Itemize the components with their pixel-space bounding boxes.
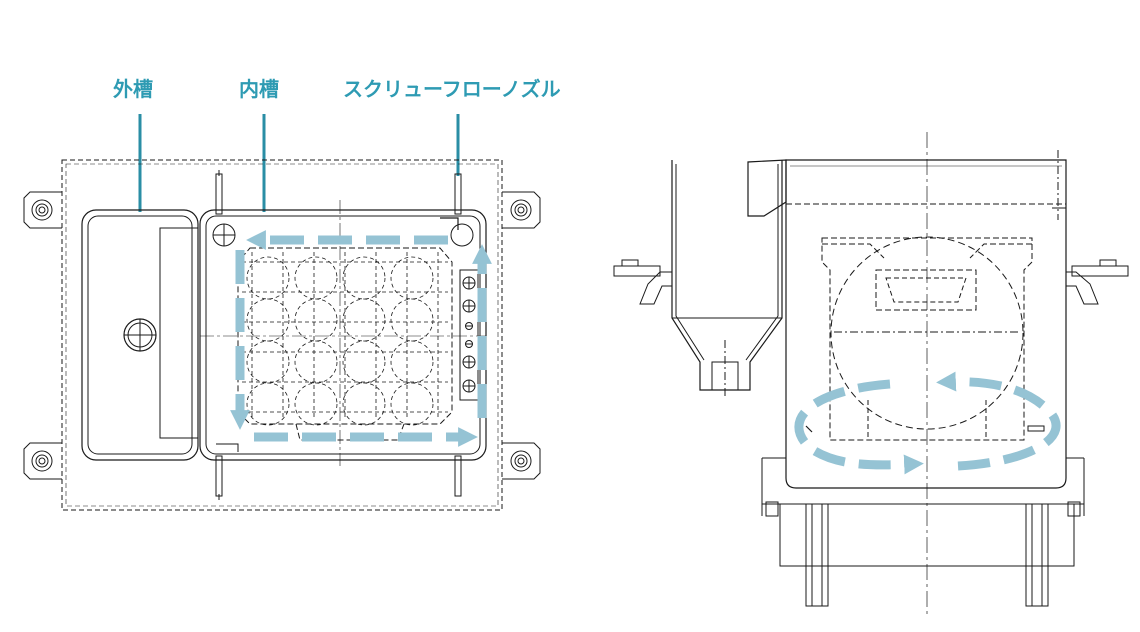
- label-outer-tank: 外槽: [113, 77, 153, 101]
- hopper-section: [671, 159, 787, 398]
- bracket-top-left: [23, 191, 62, 229]
- base-frame: [761, 132, 1085, 616]
- outer-tank-compartment: [81, 209, 199, 461]
- bracket-bottom-left: [23, 442, 62, 480]
- basket-grid: [242, 252, 448, 426]
- top-view: [23, 159, 541, 511]
- outer-frame: [61, 159, 503, 511]
- bracket-top-right: [502, 191, 541, 229]
- flow-arrow-swirl-back: [936, 371, 1061, 471]
- leader-lines: [138, 114, 460, 212]
- outer-frame-inner-line: [65, 163, 499, 507]
- flow-arrow-swirl-front: [794, 379, 924, 475]
- mounting-brackets: [23, 191, 541, 480]
- side-view: [613, 132, 1129, 616]
- inner-tank-compartment: [199, 209, 487, 461]
- side-view-flow-arrows: [794, 371, 1061, 475]
- side-view-brackets: [613, 259, 1129, 305]
- tank-body: [785, 150, 1067, 489]
- label-screw-flow-nozzle: スクリューフローノズル: [343, 77, 561, 101]
- top-view-flow-arrows: [230, 230, 492, 447]
- side-fittings: [459, 269, 479, 401]
- bracket-bottom-right: [502, 442, 541, 480]
- label-inner-tank: 内槽: [239, 77, 279, 101]
- protruding-rods: [215, 170, 462, 500]
